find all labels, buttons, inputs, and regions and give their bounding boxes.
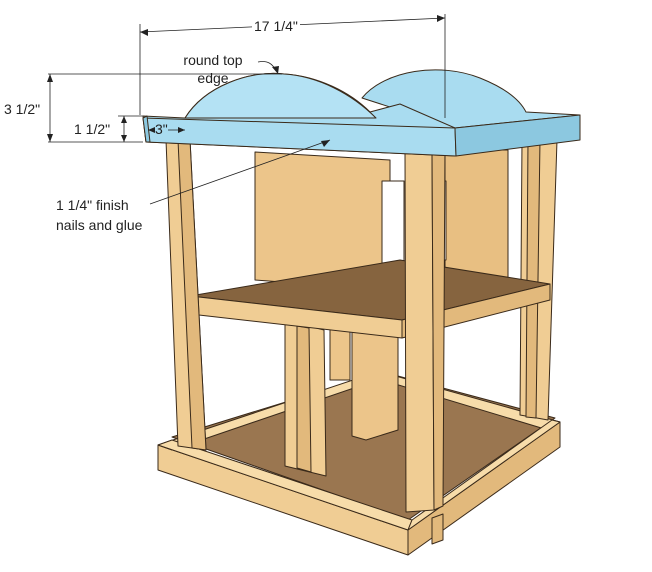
post-front-center-side	[431, 147, 446, 511]
lower-divider-edge	[296, 325, 312, 473]
band-height-label: 1 1/2"	[74, 121, 111, 137]
nails-label-line2: nails and glue	[56, 217, 143, 233]
base-frame	[157, 370, 561, 556]
back-posts	[519, 139, 558, 421]
roof-left-side	[142, 115, 151, 143]
nails-label-line1: 1 1/4" finish	[56, 197, 129, 213]
base-corner-block	[431, 513, 444, 545]
dimension-lines	[47, 14, 446, 205]
round-top-label-line2: edge	[197, 70, 229, 86]
middle-floor	[189, 259, 551, 339]
overall-width-label: 17 1/4"	[252, 18, 300, 34]
total-height-label: 3 1/2"	[4, 101, 41, 117]
post-front-center	[404, 151, 435, 513]
nails-leader	[149, 139, 331, 205]
roof-front-band-arch	[184, 72, 377, 119]
lower-walls	[284, 319, 399, 477]
inset-label: 3"	[155, 121, 168, 137]
roof-right-band	[454, 114, 581, 157]
front-posts	[165, 139, 446, 513]
base-front-right-top	[407, 419, 561, 531]
round-top-label-line1: round top	[183, 52, 243, 68]
round-top-leader	[257, 61, 277, 71]
lower-divider-side	[351, 329, 399, 441]
roof	[142, 69, 581, 157]
